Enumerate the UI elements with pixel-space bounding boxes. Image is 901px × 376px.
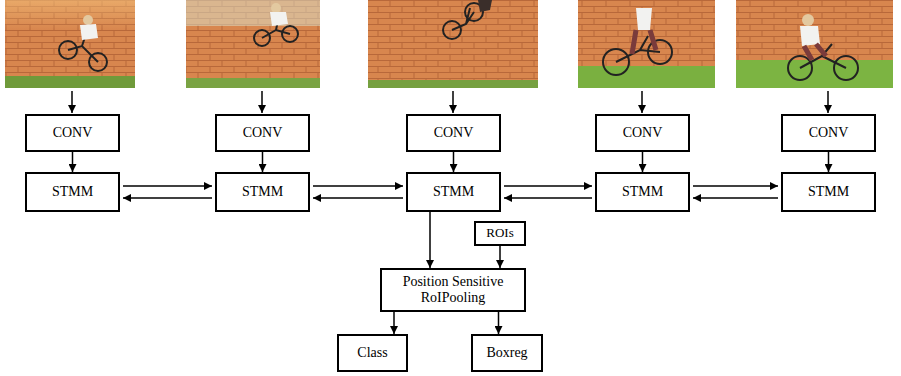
conv-box: CONV: [595, 114, 690, 152]
conv-box: CONV: [215, 114, 310, 152]
box-label: STMM: [238, 184, 287, 200]
arrow-connector: [498, 312, 500, 334]
boxreg-box: Boxreg: [471, 334, 543, 372]
stmm-box: STMM: [595, 172, 690, 212]
frame-1: [5, 0, 135, 88]
box-label: CONV: [430, 125, 478, 141]
conv-box: CONV: [781, 114, 876, 152]
stmm-box: STMM: [215, 172, 310, 212]
arrow-connector: [262, 152, 264, 172]
arrow-connector: [429, 212, 431, 268]
box-label: STMM: [804, 184, 853, 200]
arrow-connector: [313, 197, 403, 199]
arrow-connector: [393, 312, 395, 334]
arrow-connector: [499, 246, 501, 268]
frame-5: [736, 0, 893, 88]
frame-2: [186, 0, 320, 88]
arrow-connector: [693, 185, 778, 187]
arrow-connector: [313, 185, 403, 187]
arrow-connector: [504, 197, 592, 199]
conv-box: CONV: [25, 114, 120, 152]
conv-box: CONV: [406, 114, 501, 152]
box-label: CONV: [805, 125, 853, 141]
arrow-connector: [72, 152, 74, 172]
box-label: ROIs: [482, 226, 517, 241]
box-label: STMM: [618, 184, 667, 200]
text-column: ROIs: [482, 226, 517, 241]
text-column: STMM: [618, 184, 667, 200]
frame-3: [368, 0, 538, 88]
arrow-connector: [693, 197, 778, 199]
text-column: STMM: [804, 184, 853, 200]
text-column: CONV: [430, 125, 478, 141]
arrow-connector: [123, 197, 212, 199]
arrow-connector: [828, 152, 830, 172]
arrow-connector: [453, 152, 455, 172]
text-column: Position Sensitive RoIPooling: [382, 274, 524, 306]
text-column: STMM: [238, 184, 287, 200]
rois-box: ROIs: [474, 221, 526, 246]
class-box: Class: [337, 334, 408, 372]
text-column: STMM: [48, 184, 97, 200]
text-column: Boxreg: [482, 345, 531, 361]
box-label: Position Sensitive RoIPooling: [382, 274, 524, 306]
box-label: Boxreg: [482, 345, 531, 361]
box-label: Class: [353, 345, 391, 361]
arrow-connector: [642, 152, 644, 172]
stmm-box: STMM: [25, 172, 120, 212]
arrow-connector: [504, 185, 592, 187]
box-label: STMM: [429, 184, 478, 200]
text-column: Class: [353, 345, 391, 361]
arrow-connector: [123, 185, 212, 187]
box-label: STMM: [48, 184, 97, 200]
frame-4: [578, 0, 715, 88]
stmm-box: STMM: [781, 172, 876, 212]
box-label: CONV: [619, 125, 667, 141]
text-column: CONV: [239, 125, 287, 141]
pooling-box: Position Sensitive RoIPooling: [380, 268, 526, 312]
box-label: CONV: [49, 125, 97, 141]
stmm-box: STMM: [406, 172, 501, 212]
text-column: CONV: [49, 125, 97, 141]
box-label: CONV: [239, 125, 287, 141]
text-column: CONV: [805, 125, 853, 141]
frame-arrows: [72, 91, 828, 113]
text-column: CONV: [619, 125, 667, 141]
text-column: STMM: [429, 184, 478, 200]
